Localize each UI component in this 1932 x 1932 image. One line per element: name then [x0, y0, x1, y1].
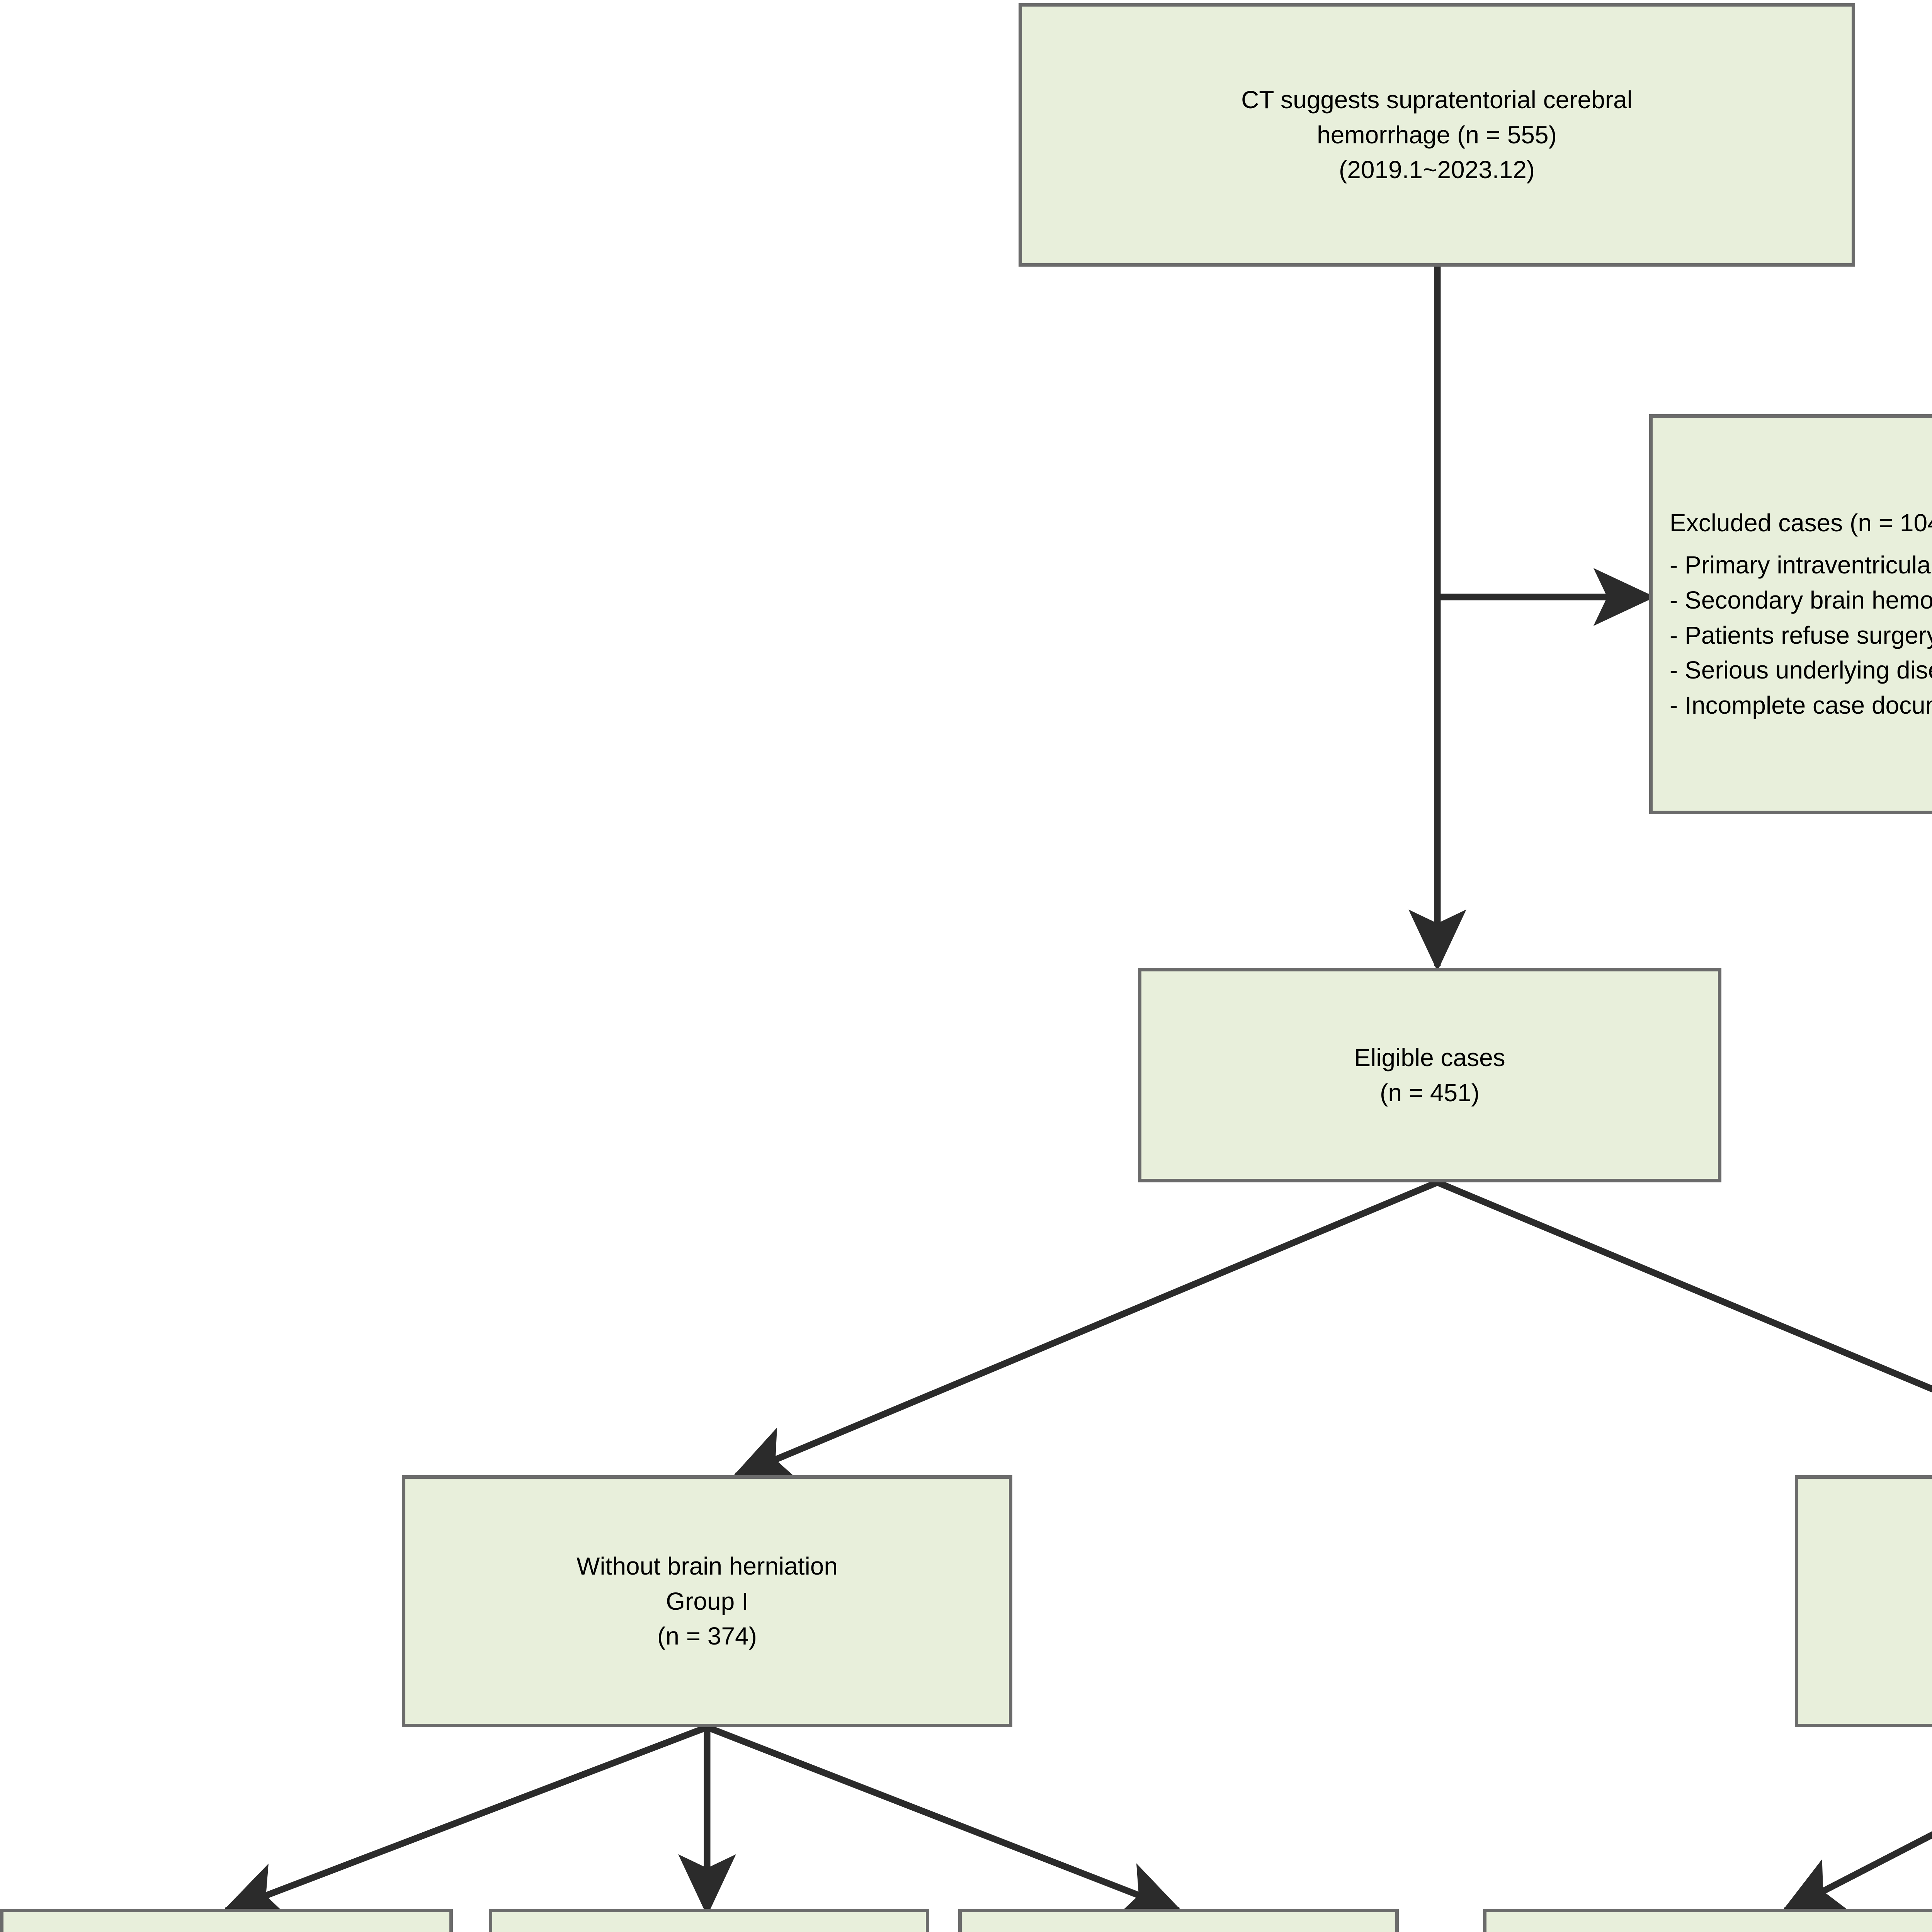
excluded-reason: - Secondary brain hemorrhage (n = 15)	[1670, 586, 1932, 614]
excluded-reason: - Serious underlying disease (n = 21)	[1670, 656, 1932, 684]
node-group-i[interactable]: Without brain herniation Group I (n = 37…	[402, 1475, 1012, 1727]
node-line: Group I	[666, 1587, 748, 1615]
node-group-ii[interactable]: Brain herniation Group II (n = 77)	[1795, 1475, 1932, 1727]
node-ct-suggests[interactable]: CT suggests supratentorial cerebral hemo…	[1019, 3, 1855, 267]
connector-group-ii-to-ii-a	[1780, 1831, 1932, 1914]
node-group-i-c[interactable]: Group I-C Neuroendoscopy (n = 84) 2019.1…	[958, 1909, 1399, 1932]
node-line: hemorrhage (n = 555)	[1317, 121, 1557, 149]
node-line: Eligible cases	[1354, 1043, 1505, 1071]
node-line: (n = 451)	[1380, 1078, 1480, 1107]
excluded-header: Excluded cases (n = 104)	[1670, 509, 1932, 537]
excluded-reason: - Primary intraventricular bleeding (n =…	[1670, 551, 1932, 579]
node-line: CT suggests supratentorial cerebral	[1241, 85, 1633, 114]
node-excluded-cases[interactable]: Excluded cases (n = 104) - Primary intra…	[1649, 414, 1932, 814]
connector-group-i-to-i-c	[706, 1724, 1184, 1917]
node-group-i-a[interactable]: Group I-A "two-in-one" strategy (n = 198…	[0, 1909, 453, 1932]
node-eligible-cases[interactable]: Eligible cases (n = 451)	[1138, 968, 1721, 1182]
connector-eligible-to-group-ii	[1436, 1179, 1932, 1393]
node-line: Without brain herniation	[577, 1552, 838, 1580]
node-group-i-b[interactable]: Group I-B Stereotactic aspiration (n = 9…	[489, 1909, 929, 1932]
node-line: (n = 374)	[657, 1622, 757, 1650]
connector-eligible-to-group-i	[731, 1179, 1439, 1481]
node-line: (2019.1~2023.12)	[1338, 156, 1535, 184]
excluded-reason: - Incomplete case documentation (n = 45)	[1670, 691, 1932, 719]
node-group-ii-a[interactable]: Group II-A "three-in-one" strategy (n = …	[1483, 1909, 1932, 1932]
connector-group-i-to-i-a	[221, 1724, 709, 1918]
excluded-reason: - Patients refuse surgery (n = 11)	[1670, 621, 1932, 649]
